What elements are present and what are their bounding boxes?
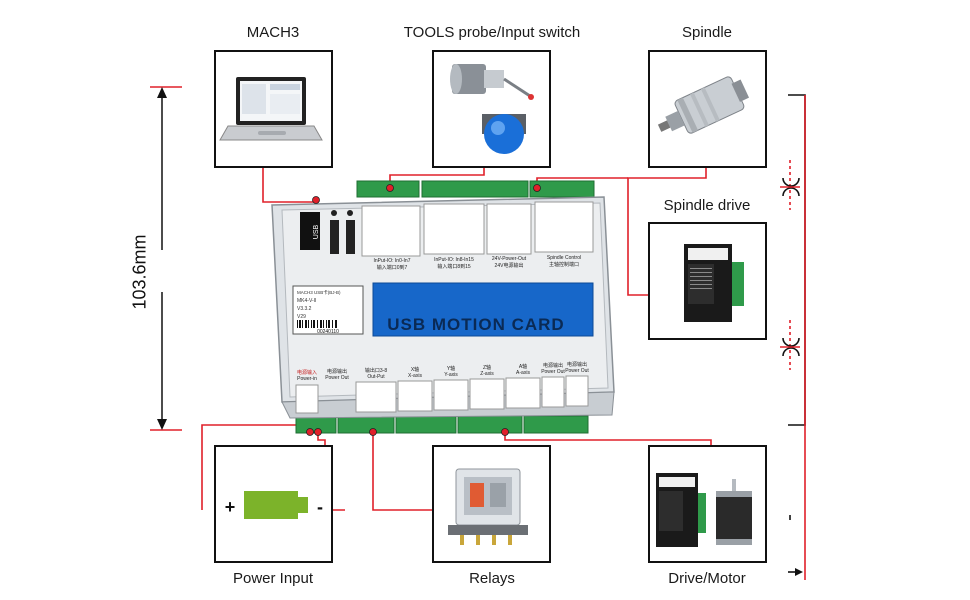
box-drive-motor (648, 445, 767, 563)
group-in0-7: InPut-IO: In0-In7 (374, 258, 411, 264)
barcode (297, 320, 337, 328)
bottom-group-a-en: A-axis (516, 370, 530, 376)
serial-number: 00240110 (317, 329, 339, 335)
box-relays (432, 445, 551, 563)
label-spindle-drive: Spindle drive (663, 197, 751, 214)
relay-icon (448, 468, 528, 545)
bottom-terminals (295, 415, 589, 434)
label-relays: Relays (469, 570, 515, 587)
laptop-icon (219, 77, 323, 141)
led-power (347, 210, 353, 216)
version-line: V3.3.2 (297, 306, 312, 312)
card-title-panel (372, 282, 594, 337)
usb-label: USB (313, 224, 320, 239)
group-in8-15: InPut-IO: In8-In15 (434, 257, 474, 263)
battery-plus: + (225, 497, 236, 517)
bottom-group-out-en: Out-Put (367, 374, 385, 380)
group-spindle-cn: 主轴控制端口 (549, 261, 579, 268)
stepper-motor-icon (656, 473, 752, 547)
usb-port (300, 212, 320, 250)
label-mach3: MACH3 (246, 24, 300, 41)
bottom-group-power-out-en: Power Out (325, 375, 349, 381)
label-power-input: Power Input (232, 570, 314, 587)
group-in8-15-cn: 输入端口8到15 (437, 263, 471, 270)
bottom-group-pow3: 电源输出 (567, 361, 587, 368)
group-in0-7-cn: 输入端口0到7 (377, 264, 408, 271)
motion-card: USB MOTION CARD USB MACH3 USB卡(BJ-B) MK4… (271, 180, 615, 436)
bottom-group-pow2-en: Power Out (541, 369, 565, 375)
firmware-line: V29 (297, 314, 306, 320)
group-24v-out: 24V-Power-Out (492, 256, 527, 262)
bottom-group-power-out: 电源输出 (327, 368, 347, 375)
battery-icon: + - (225, 491, 323, 519)
box-spindle-drive (648, 222, 767, 340)
model-line: MK4-V-II (297, 298, 316, 304)
bottom-group-pow3-en: Power Out (565, 368, 589, 374)
group-spindle: Spindle Control (547, 255, 581, 261)
spindle-motor-icon (657, 76, 750, 134)
box-tools (432, 50, 551, 168)
bottom-group-y: Y轴 (447, 365, 455, 372)
bottom-group-x-en: X-axis (408, 373, 422, 379)
top-terminals (356, 180, 595, 198)
label-spindle: Spindle (681, 24, 733, 41)
card-title: USB MOTION CARD (387, 315, 564, 334)
bottom-group-pow2: 电源输出 (543, 362, 563, 369)
battery-minus: - (317, 497, 323, 517)
label-tools: TOOLS probe/Input switch (403, 24, 581, 41)
box-mach3 (214, 50, 333, 168)
bottom-group-out: 输出口3-8 (365, 367, 387, 374)
label-drive-motor: Drive/Motor (668, 570, 746, 587)
bottom-group-z-en: Z-axis (480, 371, 494, 377)
bottom-group-x: X轴 (411, 366, 419, 373)
dimension-line (150, 86, 182, 431)
bottom-group-z: Z轴 (483, 364, 491, 371)
box-power-input: + - (214, 445, 333, 563)
bottom-group-y-en: Y-axis (444, 372, 458, 378)
bottom-group-power-in-en: Power-in (297, 376, 317, 382)
bottom-group-power-in: 电源输入 (297, 369, 317, 376)
right-bracket (780, 94, 806, 580)
probe-switch-icon (450, 64, 534, 154)
stepper-driver-icon (684, 244, 744, 322)
led-working (331, 210, 337, 216)
product-name: MACH3 USB卡(BJ-B) (297, 289, 341, 296)
bottom-group-a: A轴 (519, 363, 527, 370)
group-24v-out-cn: 24V电源输出 (495, 262, 524, 269)
box-spindle (648, 50, 767, 168)
